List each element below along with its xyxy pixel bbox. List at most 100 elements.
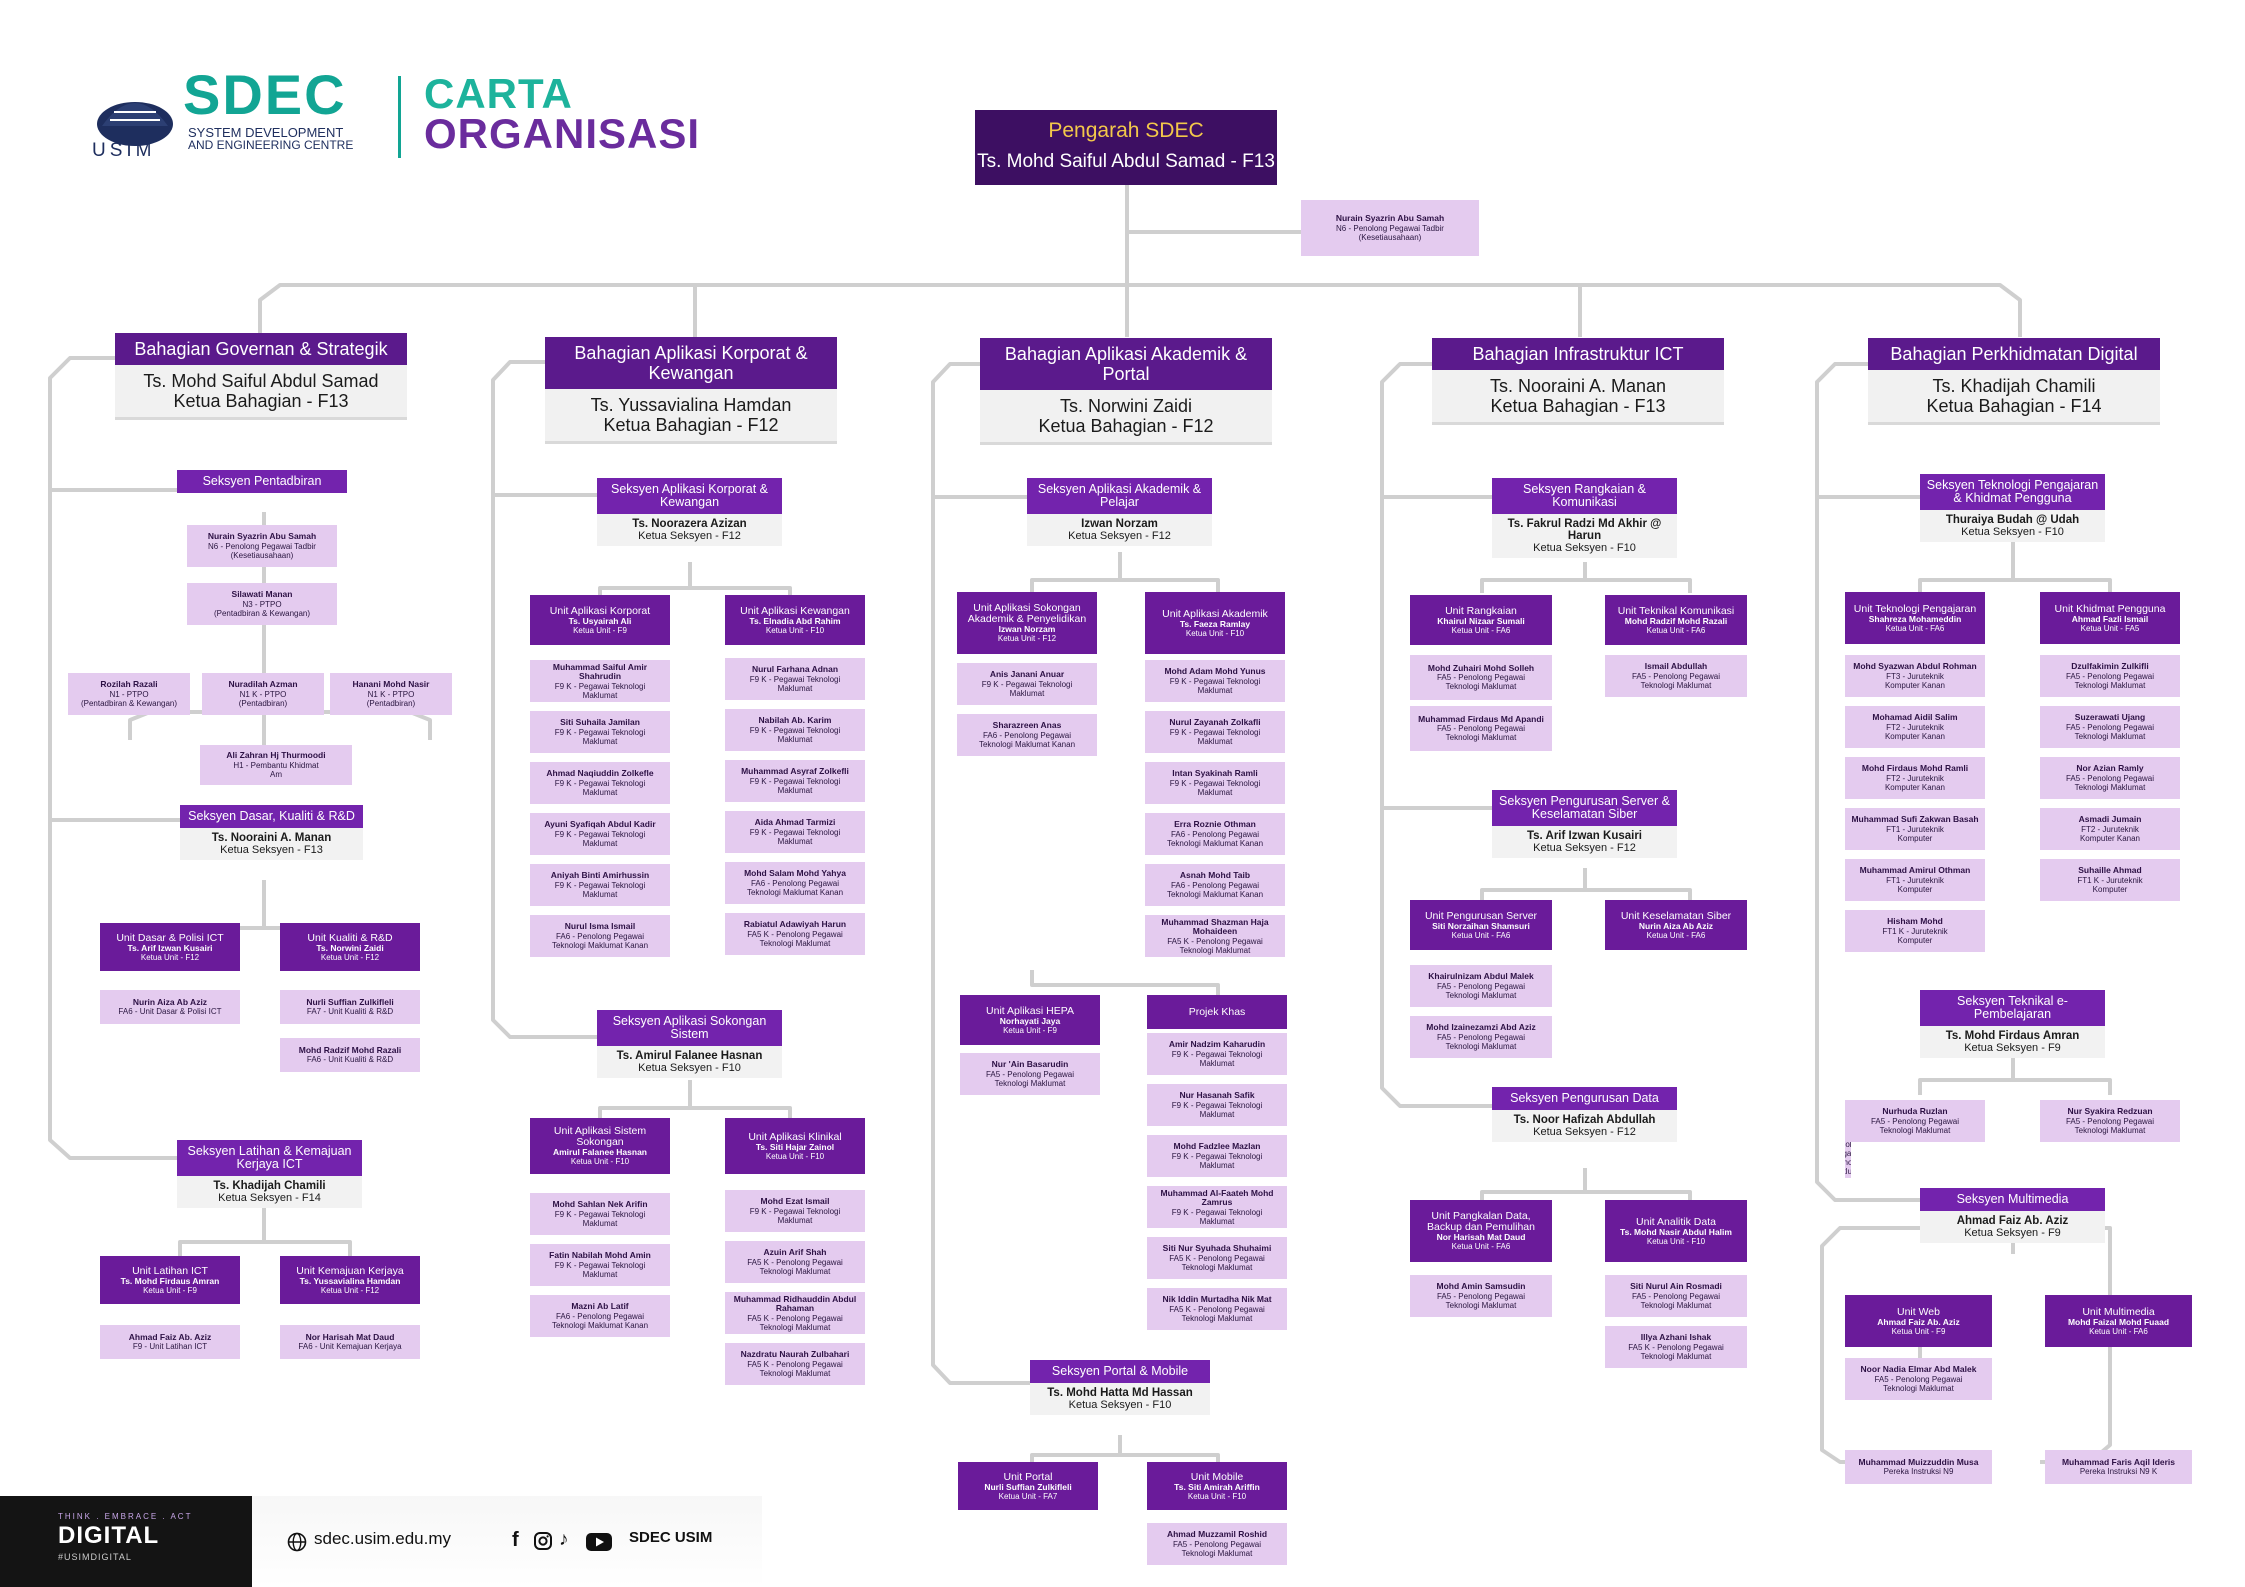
staff-name: Muhammad Al-Faateh Mohd Zamrus xyxy=(1160,1187,1274,1207)
staff-grade: F9 K - Pegawai Teknologi xyxy=(749,776,841,786)
unit-head-role: Ketua Unit - FA6 xyxy=(1885,623,1945,633)
unit-title: Unit Latihan ICT xyxy=(132,1264,208,1277)
section-head-role: Ketua Seksyen - F10 xyxy=(1961,526,2064,538)
division-head-name: Ts. Norwini Zaidi xyxy=(1059,396,1193,416)
staff-role: (Pentadbiran & Kewangan) xyxy=(80,698,178,708)
staff-name: Muhammad Muizzuddin Musa xyxy=(1858,1456,1979,1467)
staff-role: Maklumat xyxy=(1199,1058,1235,1068)
connector-line xyxy=(931,362,1030,1385)
staff-grade: FA6 - Penolong Pegawai xyxy=(750,878,840,888)
staff-name: Khairulnizam Abdul Malek xyxy=(1428,971,1534,982)
unit-title: Unit Dasar & Polisi ICT xyxy=(116,931,224,944)
staff-name: Nur Hasanah Safik xyxy=(1179,1090,1255,1101)
staff-role: (Pentadbiran) xyxy=(366,698,416,708)
website-link[interactable]: sdec.usim.edu.my xyxy=(314,1529,451,1548)
staff-grade: FA5 - Penolong Pegawai xyxy=(1870,1116,1960,1126)
staff-name: Dzulfakimin Zulkifli xyxy=(2071,661,2149,672)
staff-grade: F9 K - Pegawai Teknologi xyxy=(554,1209,646,1219)
staff-name: Muhammad Faris Aqil Ideris xyxy=(2061,1456,2176,1467)
unit-title: Unit Aplikasi Akademik xyxy=(1162,607,1268,620)
staff-name: Mohd Adam Mohd Yunus xyxy=(1164,666,1266,677)
section-head-role: Ketua Seksyen - F10 xyxy=(1533,542,1636,554)
staff-grade: Pereka Instruksi N9 K xyxy=(2079,1467,2158,1477)
staff-name: Mohamad Aidil Salim xyxy=(1872,712,1958,723)
unit-head-name: Ts. Siti Hajar Zainol xyxy=(755,1141,835,1152)
unit-head-name: Ts. Norwini Zaidi xyxy=(316,942,384,953)
section-head-role: Ketua Seksyen - F12 xyxy=(638,530,741,542)
staff-role: Teknologi Maklumat xyxy=(1445,1300,1517,1310)
instagram-icon[interactable] xyxy=(533,1531,553,1551)
staff-name: Hanani Mohd Nasir xyxy=(352,679,430,690)
youtube-icon[interactable] xyxy=(586,1533,612,1551)
staff-grade: FT3 - Juruteknik xyxy=(1886,671,1944,681)
tiktok-icon[interactable]: ♪ xyxy=(559,1529,569,1550)
staff-role: Teknologi Maklumat Kanan xyxy=(1166,838,1264,848)
section-title: Seksyen Pengurusan Server & Keselamatan … xyxy=(1492,790,1677,826)
unit-head-role: Ketua Unit - F10 xyxy=(1187,1491,1247,1501)
staff-name: Aniyah Binti Amirhussin xyxy=(550,870,650,881)
globe-icon xyxy=(287,1532,307,1552)
staff-grade: N1 K - PTPO xyxy=(239,689,287,699)
connector-line xyxy=(598,562,692,600)
staff-name: Nik Iddin Murtadha Nik Mat xyxy=(1162,1294,1272,1305)
unit-head-name: Norhayati Jaya xyxy=(999,1015,1061,1026)
unit-head-name: Nurin Aiza Ab Aziz xyxy=(1638,920,1714,931)
facebook-icon[interactable]: f xyxy=(512,1529,519,1551)
staff-role: Teknologi Maklumat xyxy=(1845,1157,1851,1176)
staff-role: Maklumat xyxy=(582,690,618,700)
section-head-role: Ketua Seksyen - F14 xyxy=(218,1192,321,1204)
staff-grade: FA6 - Unit Kemajuan Kerjaya xyxy=(298,1342,402,1352)
staff-name: Nor Harisah Mat Daud xyxy=(305,1331,395,1342)
staff-grade: FA5 - Penolong Pegawai xyxy=(1436,673,1526,683)
unit-head-role: Ketua Unit - F12 xyxy=(320,1285,380,1295)
footer-hashtag: #USIMDIGITAL xyxy=(58,1552,132,1562)
staff-role: Teknologi Maklumat xyxy=(759,1368,831,1378)
staff-name: Illya Azhani Ishak xyxy=(1640,1332,1712,1343)
staff-grade: Pereka Instruksi N9 xyxy=(1883,1467,1954,1477)
staff-grade: F9 K - Pegawai Teknologi xyxy=(1169,727,1261,737)
section-head-name: Ts. Fakrul Radzi Md Akhir @ Harun xyxy=(1507,518,1662,542)
staff-role: Maklumat xyxy=(777,734,813,744)
staff-grade: FA5 - Penolong Pegawai xyxy=(1436,1291,1526,1301)
staff-name: Rabiatul Adawiyah Harun xyxy=(743,919,847,930)
staff-name: Erra Roznie Othman xyxy=(1174,819,1256,830)
staff-grade: FA5 K - Penolong Pegawai xyxy=(1628,1342,1724,1352)
staff-role: Maklumat xyxy=(1197,736,1233,746)
unit-head-role: Ketua Unit - F12 xyxy=(997,634,1057,643)
staff-name: Rozilah Razali xyxy=(100,679,158,690)
unit-box: Unit Aplikasi Sokongan Akademik & Penyel… xyxy=(957,592,1097,654)
staff-name: Mazni Ab Latif xyxy=(571,1301,629,1312)
staff-name: Anis Janani Anuar xyxy=(989,669,1065,680)
staff-grade: FA5 - Penolong Pegawai xyxy=(2065,773,2155,783)
staff-role: Teknologi Maklumat Kanan xyxy=(746,887,844,897)
staff-grade: F9 K - Pegawai Teknologi xyxy=(554,681,646,691)
unit-head-name: Nurli Suffian Zulkifleli xyxy=(984,1481,1072,1492)
section-title: Seksyen Aplikasi Korporat & Kewangan xyxy=(597,478,782,514)
